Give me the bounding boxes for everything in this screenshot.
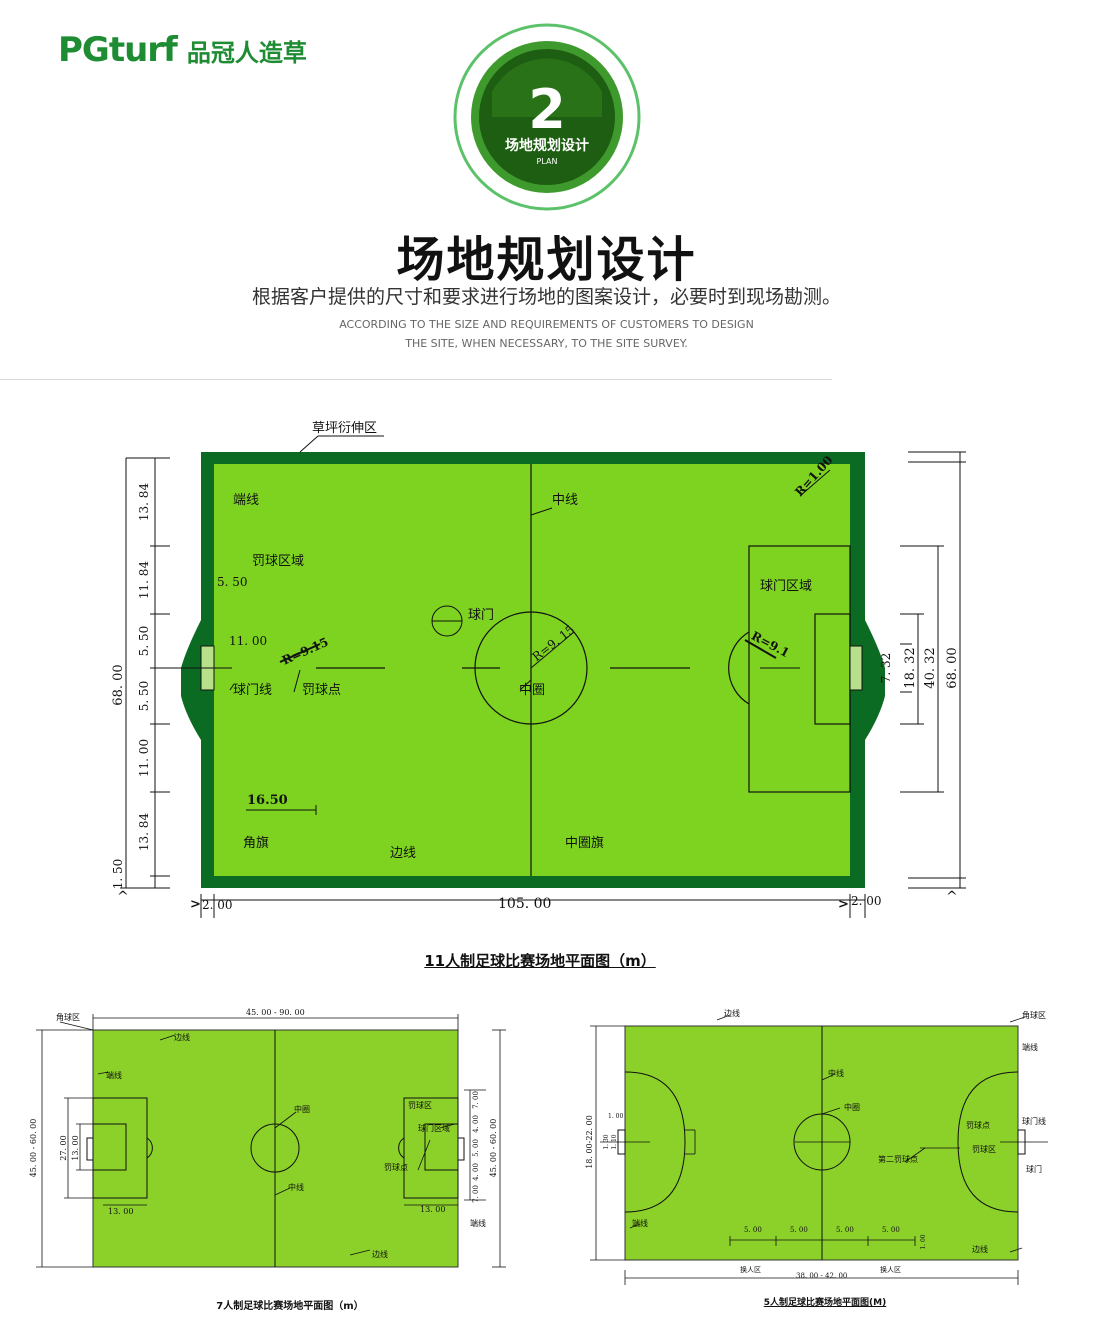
f5-seg-4: 5. 00 xyxy=(882,1226,900,1234)
dim-penalty-depth: 16.50 xyxy=(247,793,288,808)
f7-chain-4: 4. 00 xyxy=(472,1163,480,1181)
dim-margin-left: 2. 00 xyxy=(202,898,233,912)
f5-seg-3: 5. 00 xyxy=(836,1226,854,1234)
f5-w1: 1. 00 xyxy=(608,1113,623,1120)
dim-left-3: 5. 50 xyxy=(137,626,151,657)
f7-penalty-spot: 罚球点 xyxy=(384,1162,408,1172)
label-center-line: 中线 xyxy=(552,493,578,508)
f7-penalty-area: 罚球区 xyxy=(408,1100,432,1110)
dim-left-1: 13. 84 xyxy=(137,483,151,522)
f7-d13-left: 13. 00 xyxy=(108,1207,133,1216)
f5-w2: 1. 30 xyxy=(603,1134,610,1149)
dim-left-4: 5. 50 xyxy=(137,681,151,712)
dim-right-1: 7. 32 xyxy=(879,653,893,684)
dim-left-2: 11. 84 xyxy=(137,561,151,600)
dim-left-6: 13. 84 xyxy=(137,813,151,852)
f5-seg-2: 5. 00 xyxy=(790,1226,808,1234)
dim-right-4: 68. 00 xyxy=(945,647,960,688)
label-sideline: 边线 xyxy=(390,846,416,861)
f5-center-circle: 中圈 xyxy=(844,1102,860,1112)
subtitle-en-1: ACCORDING TO THE SIZE AND REQUIREMENTS O… xyxy=(339,318,754,331)
label-goal: 球门 xyxy=(468,608,494,623)
f5-center-line: 中线 xyxy=(828,1068,844,1078)
dim-goal-area-depth: 5. 50 xyxy=(217,575,248,589)
f7-goal-area: 球门区域 xyxy=(418,1123,450,1133)
field-5-diagram: 边线 角球区 端线 中线 中圈 罚球点 球门线 罚球区 第二罚球点 球门 端线 … xyxy=(585,1008,1048,1285)
page-title: 场地规划设计 xyxy=(396,232,697,288)
f7-width-right: 45. 00 - 60. 00 xyxy=(489,1119,498,1178)
dim-right-2: 18. 32 xyxy=(903,647,918,688)
badge-number: 2 xyxy=(528,78,566,141)
f7-d13v: 13. 00 xyxy=(71,1135,80,1160)
svg-text:^: ^ xyxy=(946,889,958,905)
brand-name: 品冠人造草 xyxy=(186,38,307,67)
badge-label-en: PLAN xyxy=(537,157,558,166)
f7-chain-2: 4. 00 xyxy=(472,1115,480,1133)
brand-logo: PGturf 品冠人造草 xyxy=(58,30,307,70)
label-center-circle: 中圈 xyxy=(519,683,545,698)
f7-d13-right: 13. 00 xyxy=(420,1205,445,1214)
f7-chain-5: 7. 00 xyxy=(472,1185,480,1203)
dim-penalty-spot-dist: 11. 00 xyxy=(229,634,267,648)
f5-end-line: 端线 xyxy=(1022,1042,1038,1052)
f5-small: 1. 00 xyxy=(920,1234,927,1249)
label-corner-flag: 角旗 xyxy=(243,835,269,851)
f7-corner-area: 角球区 xyxy=(56,1012,80,1022)
label-extension: 草坪衍伸区 xyxy=(312,421,377,436)
f5-end-line-left: 端线 xyxy=(632,1218,648,1228)
f5-goal: 球门 xyxy=(1026,1164,1042,1174)
f5-w3: 1. 10 xyxy=(611,1134,618,1149)
dim-left-7: 1. 50 xyxy=(111,859,125,890)
f5-goal-line: 球门线 xyxy=(1022,1116,1046,1126)
f7-center-circle: 中圈 xyxy=(294,1104,310,1114)
section-badge: 2 场地规划设计 PLAN xyxy=(452,22,642,216)
f5-sub-left: 换人区 xyxy=(740,1265,761,1274)
f7-chain-3: 5. 00 xyxy=(472,1139,480,1157)
field-7-diagram: 角球区 边线 端线 中圈 中线 罚球区 球门区域 罚球点 端线 边线 45. 0… xyxy=(29,1008,506,1268)
dim-margin-right: 2. 00 xyxy=(851,894,882,908)
caption-7: 7人制足球比赛场地平面图（m） xyxy=(216,1301,364,1312)
dim-left-5: 11. 00 xyxy=(137,739,151,777)
f5-penalty-spot: 罚球点 xyxy=(966,1120,990,1130)
page-subtitle: 根据客户提供的尺寸和要求进行场地的图案设计，必要时到现场勘测。 xyxy=(251,286,841,308)
svg-text:>: > xyxy=(190,897,201,912)
f5-sideline-bottom: 边线 xyxy=(972,1244,988,1254)
f7-width: 45. 00 - 60. 00 xyxy=(29,1119,38,1178)
f7-center-line: 中线 xyxy=(288,1182,304,1192)
f5-corner-area: 角球区 xyxy=(1022,1010,1046,1020)
f7-end-line-right: 端线 xyxy=(470,1218,486,1228)
svg-text:>: > xyxy=(838,897,849,912)
f7-length: 45. 00 - 90. 00 xyxy=(246,1008,305,1017)
dim-length: 105. 00 xyxy=(498,896,551,912)
divider xyxy=(0,379,832,380)
f7-sideline-bottom: 边线 xyxy=(372,1249,388,1259)
caption-5: 5人制足球比赛场地平面图(M) xyxy=(763,1298,887,1308)
f5-goal-area: 罚球区 xyxy=(972,1144,996,1154)
caption-11: 11人制足球比赛场地平面图（m） xyxy=(424,952,656,970)
logo-mark: PGturf xyxy=(58,30,178,70)
svg-text:^: ^ xyxy=(117,889,129,905)
dim-right-3: 40. 32 xyxy=(923,647,938,688)
f7-end-line: 端线 xyxy=(106,1070,122,1080)
f7-chain-1: 7. 00 xyxy=(472,1091,480,1109)
field-11-diagram: ^ ^ > > 草坪衍伸区 端线 中线 罚球区域 球门区域 球门 球门线 罚球点… xyxy=(111,421,966,918)
label-goal-line: 球门线 xyxy=(233,683,272,698)
f7-sideline-top: 边线 xyxy=(174,1032,190,1042)
f5-seg-1: 5. 00 xyxy=(744,1226,762,1234)
subtitle-en-2: THE SITE, WHEN NECESSARY, TO THE SITE SU… xyxy=(405,337,688,350)
f5-width: 18. 00-22. 00 xyxy=(585,1115,594,1169)
f5-length: 38. 00 - 42. 00 xyxy=(796,1272,847,1280)
badge-label: 场地规划设计 xyxy=(505,137,589,154)
label-penalty-spot: 罚球点 xyxy=(302,683,341,698)
f5-sub-right: 换人区 xyxy=(880,1265,901,1274)
f7-d27: 27. 00 xyxy=(59,1135,68,1160)
label-center-flag: 中圈旗 xyxy=(565,835,604,851)
label-end-line: 端线 xyxy=(233,493,259,508)
f5-sideline-top: 边线 xyxy=(724,1008,740,1018)
f5-second-spot: 第二罚球点 xyxy=(878,1154,918,1164)
dim-width: 68. 00 xyxy=(111,664,126,705)
label-penalty-area: 罚球区域 xyxy=(252,554,304,569)
label-goal-area: 球门区域 xyxy=(760,579,812,594)
